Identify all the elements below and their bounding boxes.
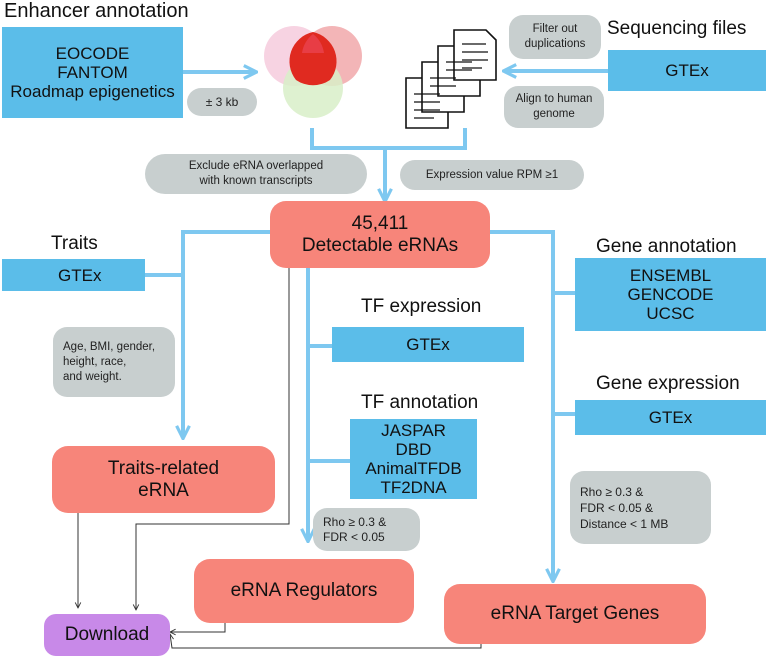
note-line: height, race, [63,355,127,368]
note-line: duplications [524,38,586,50]
erna-regulators-box: eRNA Regulators [194,559,414,623]
target-criteria-note: Rho ≥ 0.3 & FDR < 0.05 & Distance < 1 MB [570,471,711,544]
link-detectable-to-download [136,237,290,610]
tf-source: AnimalTFDB [365,459,462,478]
note-line: FDR < 0.05 & [580,500,654,515]
download-button[interactable]: Download [44,614,170,656]
tf-source: JASPAR [381,421,446,440]
tf-annotation-heading: TF annotation [361,392,479,413]
note-line: FDR < 0.05 [323,529,385,544]
window-note: ± 3 kb [187,88,257,116]
arrow-to-traits [183,230,270,437]
note-line: Distance < 1 MB [580,516,669,531]
detectable-erna-box: 45,411 Detectable eRNAs [270,201,490,268]
traits-source-box: GTEx [2,259,145,291]
erna-target-genes-box: eRNA Target Genes [444,584,706,644]
traits-related-erna-box: Traits-related eRNA [52,446,275,513]
result-line: eRNA [138,479,189,501]
exclude-overlap-note: Exclude eRNA overlapped with known trans… [145,154,367,194]
sequencing-files-heading: Sequencing files [607,18,747,39]
arrow-to-targets [490,230,553,580]
note-line: with known transcripts [199,175,313,187]
note-line: and weight. [63,370,122,383]
gene-expression-source-box: GTEx [575,400,766,435]
gene-source: ENSEMBL [629,266,712,285]
enhancer-source: EOCODE [55,44,130,63]
gene-expression-heading: Gene expression [596,373,740,394]
venn-diagram-icon [264,26,362,118]
note-line: Align to human [515,93,593,105]
gene-source: UCSC [646,304,695,323]
gene-annotation-heading: Gene annotation [596,236,737,257]
note-line: Rho ≥ 0.3 & [580,484,644,499]
tf-source: TF2DNA [380,478,447,497]
enhancer-sources-box: EOCODE FANTOM Roadmap epigenetics [2,27,183,118]
traits-list-note: Age, BMI, gender, height, race, and weig… [53,327,175,397]
tf-source: DBD [395,440,432,459]
tf-annotation-sources-box: JASPAR DBD AnimalTFDB TF2DNA [350,419,477,499]
gene-source: GENCODE [627,285,714,304]
enhancer-annotation-heading: Enhancer annotation [4,0,189,22]
erna-count-label: Detectable eRNAs [301,234,459,256]
sequencing-source-box: GTEx [608,50,766,91]
regulator-criteria-note: Rho ≥ 0.3 & FDR < 0.05 [313,508,420,551]
align-genome-note: Align to human genome [504,86,604,128]
tf-expression-source-box: GTEx [332,327,524,362]
merge-connector [310,128,467,150]
tf-expression-heading: TF expression [361,296,482,317]
note-line: Age, BMI, gender, [63,340,156,353]
erna-count: 45,411 [351,212,409,234]
filter-duplications-note: Filter out duplications [509,15,601,59]
note-line: Filter out [532,23,578,35]
enhancer-source: FANTOM [57,63,128,82]
gene-annotation-sources-box: ENSEMBL GENCODE UCSC [575,258,766,331]
enhancer-source: Roadmap epigenetics [10,82,175,101]
note-line: Rho ≥ 0.3 & [323,514,387,529]
result-line: Traits-related [107,457,220,479]
traits-heading: Traits [51,233,98,254]
note-line: genome [533,108,575,120]
expression-threshold-note: Expression value RPM ≥1 [400,160,584,190]
note-line: Exclude eRNA overlapped [188,160,324,172]
document-stack-icon [405,29,497,129]
